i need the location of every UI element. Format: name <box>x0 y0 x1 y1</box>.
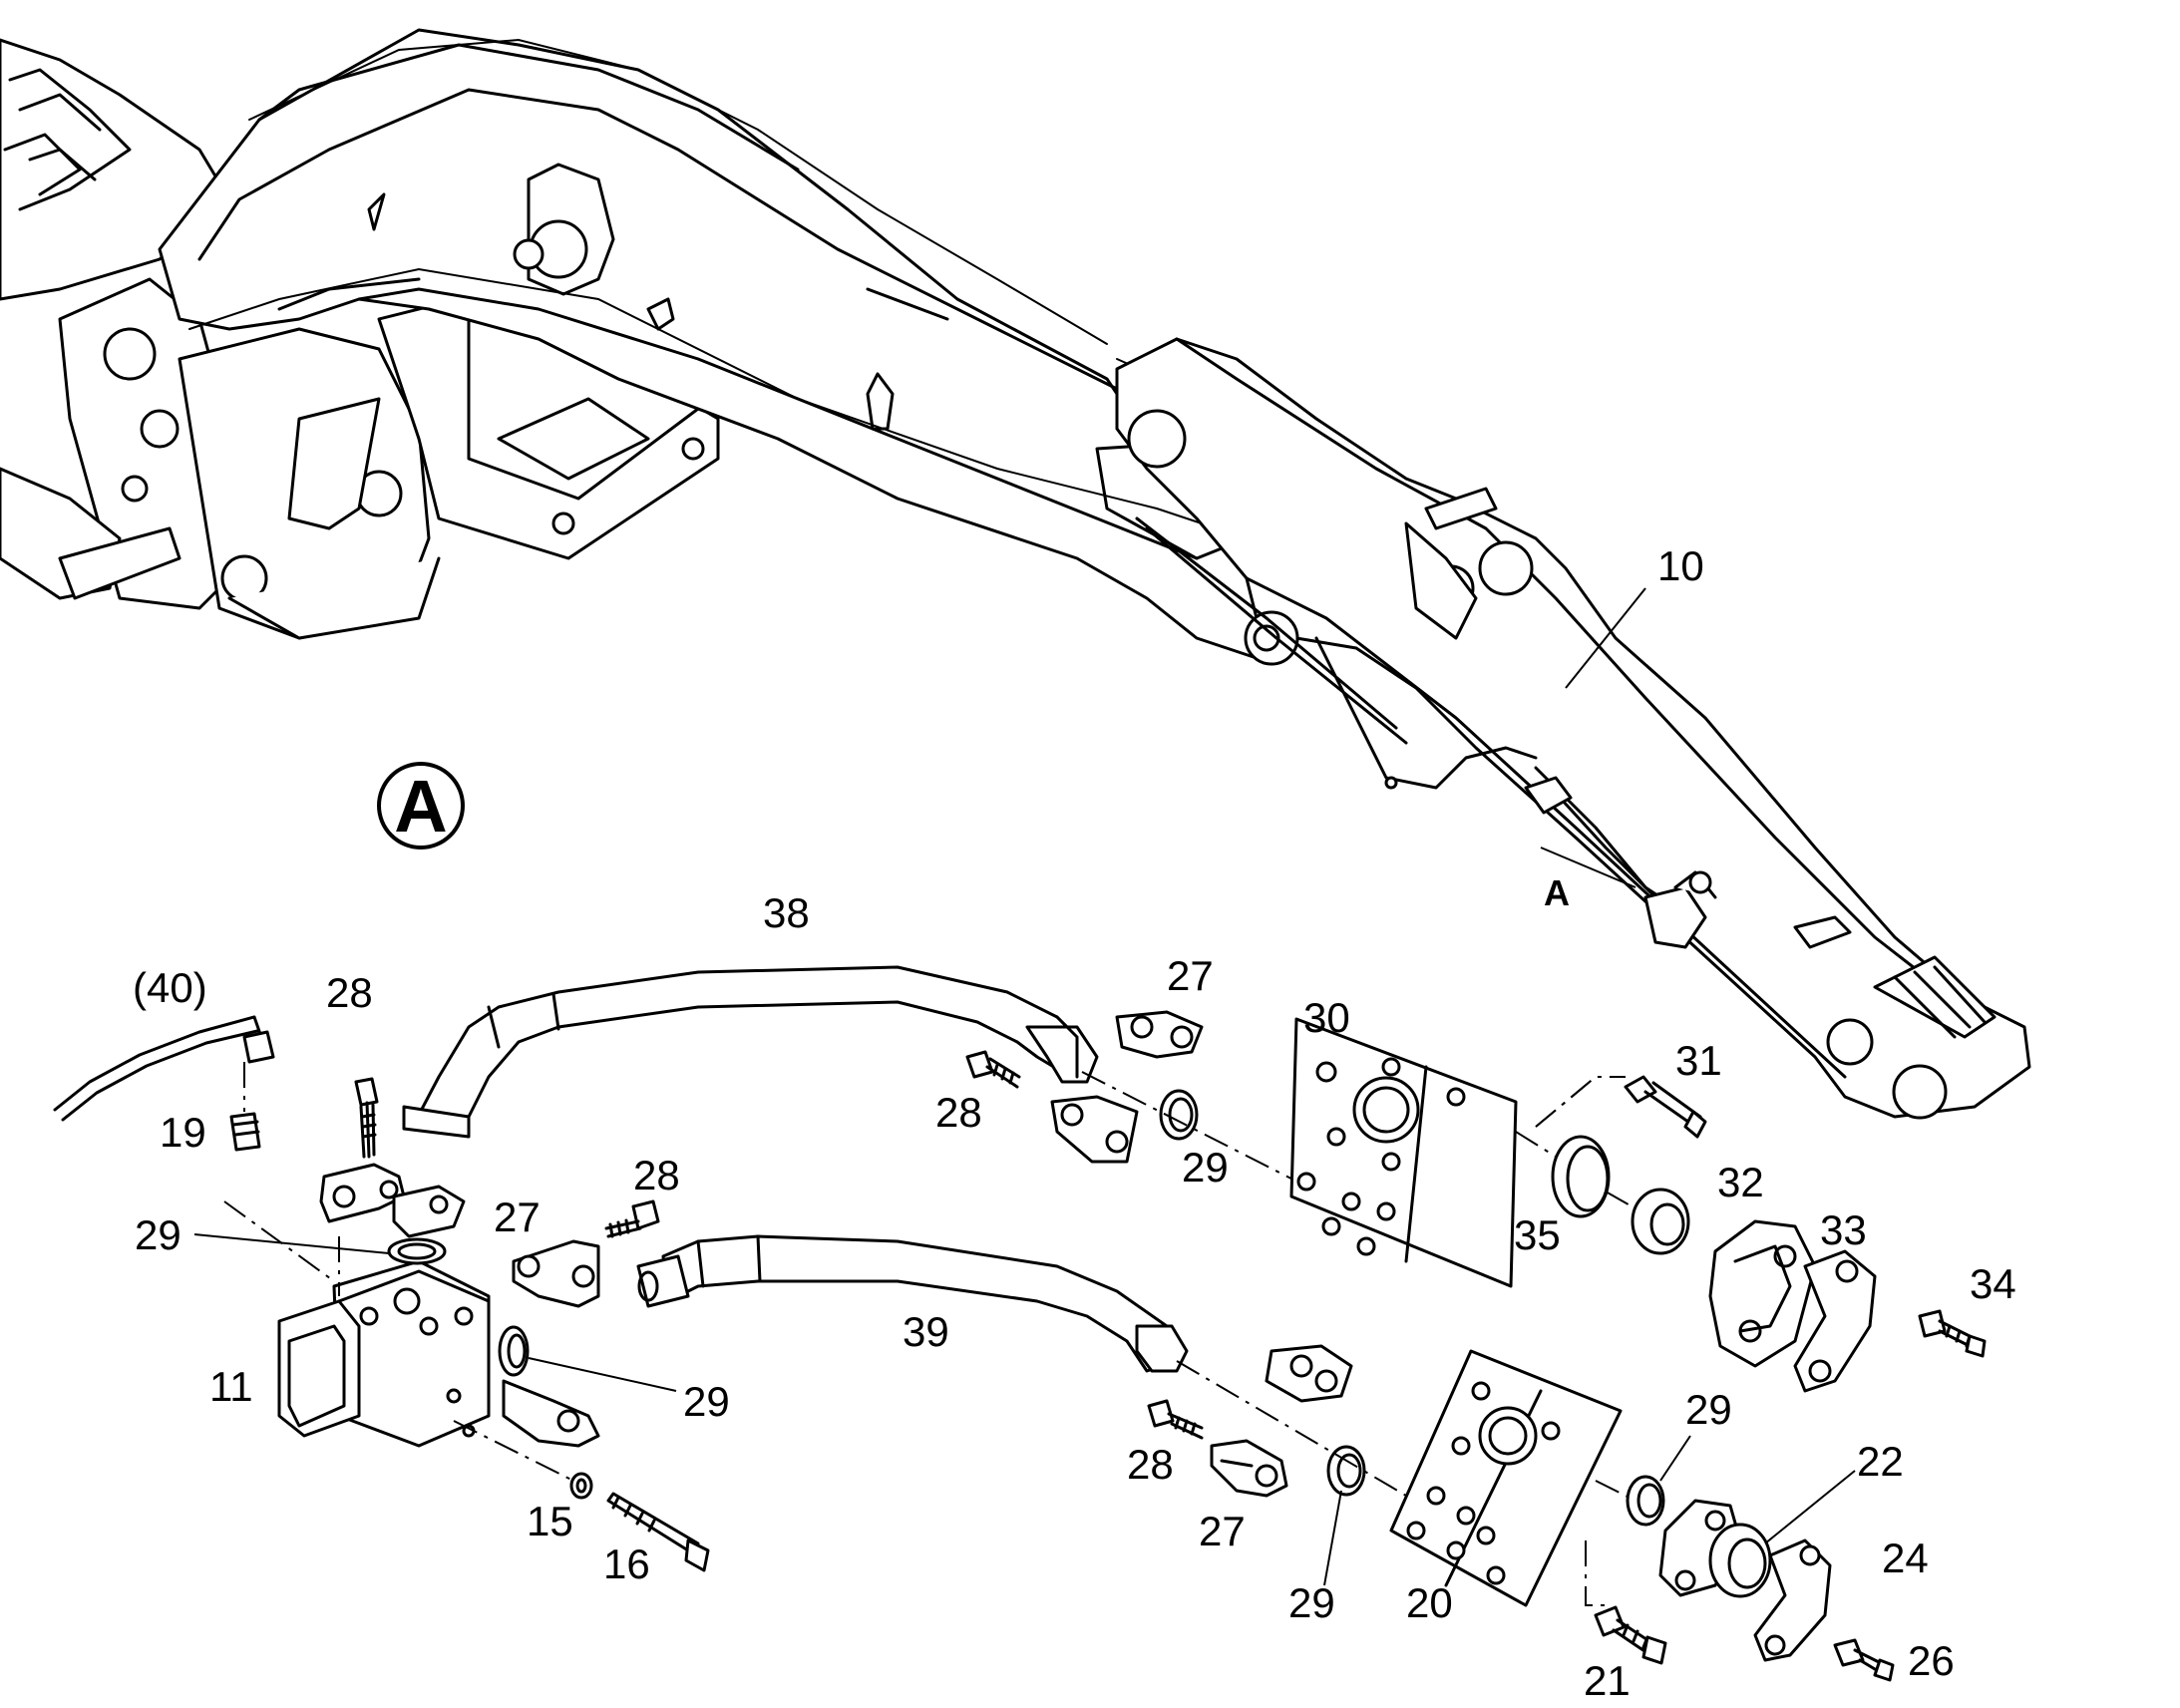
callout-28-lower: 28 <box>1127 1441 1174 1488</box>
bolt-28-hose38 <box>965 1050 1021 1089</box>
boom-arm-assembly <box>0 28 2031 1120</box>
callout-26: 26 <box>1908 1637 1955 1684</box>
callout-35: 35 <box>1514 1211 1561 1258</box>
callout-29-bottom: 29 <box>1288 1579 1335 1626</box>
flange-half-27-lower-left <box>392 1185 466 1238</box>
leader-10 <box>1565 587 1646 689</box>
callout-31: 31 <box>1675 1037 1722 1084</box>
oring-29-lower <box>1176 1360 1407 1586</box>
split-flange-33-half <box>1793 1249 1877 1393</box>
seal-22 <box>1708 1470 1856 1598</box>
centerline-21 <box>1585 1540 1611 1606</box>
callout-27-mid: 27 <box>494 1194 541 1240</box>
callout-39: 39 <box>903 1308 949 1355</box>
callout-29-left: 29 <box>135 1211 182 1258</box>
flange-half-27-lower <box>1265 1344 1353 1403</box>
centerline-19-block <box>223 1200 335 1282</box>
bolt-34 <box>1918 1309 1987 1358</box>
callout-15: 15 <box>527 1498 573 1544</box>
bolt-26 <box>1833 1638 1895 1682</box>
bolt-16 <box>606 1492 710 1572</box>
callout-29-right: 29 <box>1685 1386 1732 1433</box>
oring-29-block <box>193 1233 447 1265</box>
split-flange-33 <box>1708 1219 1817 1368</box>
view-a-letter: A <box>394 765 447 848</box>
callout-27-lower: 27 <box>1199 1508 1246 1554</box>
arm <box>1115 337 2031 1120</box>
callout-29-top: 29 <box>1182 1144 1229 1191</box>
callout-32: 32 <box>1717 1159 1764 1205</box>
flange-half-27-lower-b <box>1210 1439 1288 1498</box>
callout-33: 33 <box>1820 1206 1867 1253</box>
bolt-28-hose39 <box>1147 1399 1204 1440</box>
callout-38: 38 <box>763 889 810 936</box>
flange-half-27-mid <box>512 1239 600 1308</box>
callout-21: 21 <box>1584 1657 1631 1704</box>
exploded-parts <box>53 965 1987 1682</box>
callout-27-top: 27 <box>1167 952 1214 999</box>
pipe-40 <box>53 1015 275 1122</box>
callout-30: 30 <box>1303 994 1350 1041</box>
plate-30 <box>1289 1017 1518 1288</box>
bolt-31 <box>1624 1075 1707 1139</box>
centerline-31b <box>1535 1076 1626 1128</box>
view-a-marker: A <box>377 762 465 850</box>
seal-32 <box>1605 1188 1690 1255</box>
callout-24: 24 <box>1882 1535 1929 1581</box>
fitting-19 <box>229 1062 261 1152</box>
detail-a-pointer <box>1540 847 1636 888</box>
detail-a-label: A <box>1544 872 1570 913</box>
flange-half-27-mid-lower <box>502 1379 600 1448</box>
arm-hose-run <box>1314 636 1717 949</box>
flange-half-27-upper-left <box>319 1163 406 1223</box>
callout-11: 11 <box>209 1363 253 1410</box>
valve-block-11 <box>277 1259 491 1448</box>
callout-34: 34 <box>1970 1260 2016 1307</box>
hose-39 <box>636 1234 1189 1373</box>
bolt-28-left <box>354 1077 379 1159</box>
oring-35 <box>1551 1135 1611 1218</box>
hose-38 <box>402 965 1099 1139</box>
callout-16: 16 <box>603 1540 650 1587</box>
callout-22: 22 <box>1857 1438 1904 1485</box>
bolt-28-mid <box>604 1199 660 1238</box>
plate-20 <box>1389 1349 1623 1607</box>
callout-19: 19 <box>160 1109 206 1156</box>
washer-15 <box>453 1420 593 1500</box>
callout-29-block: 29 <box>683 1378 730 1425</box>
oring-29-right <box>1626 1435 1691 1527</box>
oring-29-side <box>498 1325 677 1392</box>
callout-28-mid: 28 <box>633 1152 680 1198</box>
callout-28-mid-top: 28 <box>935 1089 982 1136</box>
callout-20: 20 <box>1406 1579 1453 1626</box>
callout-labels: 10 A 38 27 30 31 (40) 28 28 19 29 28 32 … <box>133 542 2016 1704</box>
split-flange-24-b <box>1753 1538 1832 1662</box>
flange-half-27-top-lower <box>1050 1095 1139 1164</box>
callout-10: 10 <box>1657 542 1704 589</box>
oring-29-38 <box>1081 1071 1327 1197</box>
callout-28-left: 28 <box>326 969 373 1016</box>
flange-half-27-top <box>1115 1010 1204 1059</box>
callout-40: (40) <box>133 964 207 1011</box>
bolt-21 <box>1594 1605 1667 1665</box>
